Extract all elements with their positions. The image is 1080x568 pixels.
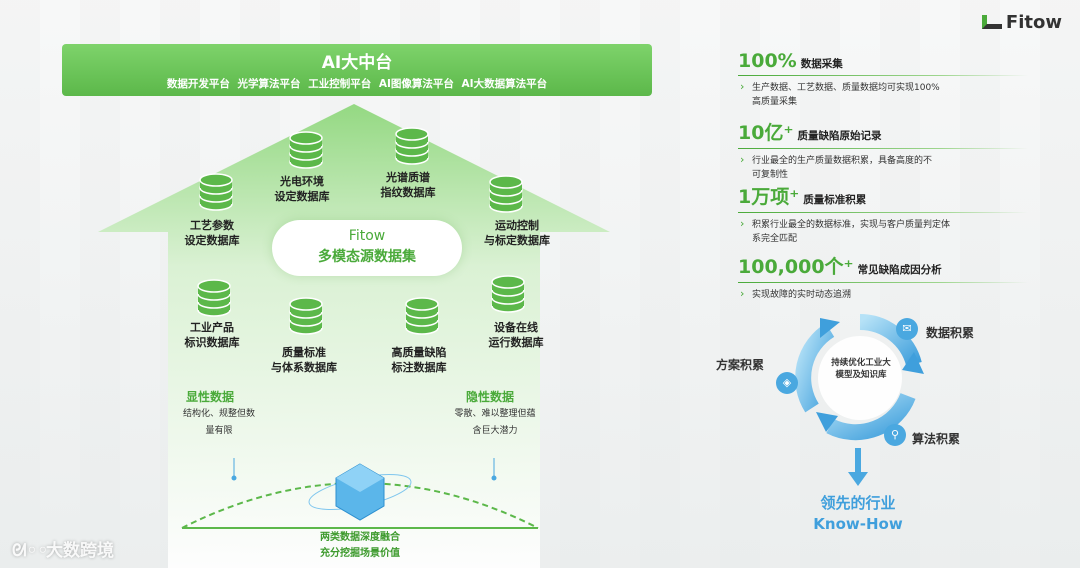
explicit-desc-line: 结构化、规整但数 — [182, 409, 255, 419]
fitow-logo: Fitow — [981, 12, 1062, 33]
watermark: ᘛ◦◦大数跨境 — [12, 536, 114, 561]
stat-bullet: 实现故障的实时动态追溯 — [738, 287, 1028, 302]
bullet-line: 积累行业最全的数据标准，实现与客户质量判定体 — [752, 220, 951, 230]
bullet-line: 生产数据、工艺数据、质量数据均可实现100% — [752, 83, 940, 93]
stat-label: 质量标准积累 — [803, 194, 867, 206]
db-label: 光电环境 设定数据库 — [274, 175, 330, 203]
implicit-data-title: 隐性数据 — [466, 390, 515, 404]
result-line2: Know-How — [813, 515, 903, 533]
cycle-item-algorithm: 算法积累 — [912, 432, 961, 446]
cycle-item-data: 数据积累 — [926, 326, 975, 340]
divider — [738, 212, 1028, 213]
stat-label: 质量缺陷原始记录 — [797, 130, 882, 142]
cycle-item-solution: 方案积累 — [716, 358, 765, 372]
logo-mark-icon — [981, 15, 1002, 29]
database-icon — [388, 122, 436, 170]
fusion-line: 充分挖掘场景价值 — [320, 548, 400, 559]
database-icon — [398, 292, 446, 340]
stat-number: 1万项⁺ — [738, 186, 800, 208]
stat-number: 100% — [738, 50, 797, 72]
bullet-line: 行业最全的生产质量数据积累，具备高度的不 — [752, 156, 933, 166]
db-label: 工业产品 标识数据库 — [184, 321, 240, 349]
bullet-line: 实现故障的实时动态追溯 — [752, 290, 852, 300]
implicit-desc-line: 零散、难以整理但蕴 — [454, 409, 536, 419]
divider — [738, 75, 1028, 76]
stat-bullet: 生产数据、工艺数据、质量数据均可实现100% 高质量采集 — [738, 80, 1028, 109]
arrow-shape — [98, 104, 610, 568]
location-pin-icon: ⚲ — [884, 424, 906, 446]
divider — [738, 282, 1028, 283]
fusion-dome — [181, 458, 539, 529]
db-label: 工艺参数 设定数据库 — [184, 219, 240, 247]
watermark-text: 大数跨境 — [46, 541, 114, 561]
explicit-desc-line: 量有限 — [205, 426, 233, 436]
db-label: 设备在线 运行数据库 — [488, 321, 544, 349]
watermark-logo-icon: ᘛ◦◦ — [12, 541, 49, 561]
stat-label: 数据采集 — [800, 58, 843, 70]
shield-icon: ◈ — [776, 372, 798, 394]
result-block: 领先的行业 Know-How — [780, 492, 936, 533]
implicit-data-desc: 零散、难以整理但蕴 含巨大潜力 — [440, 406, 550, 440]
fusion-caption: 两类数据深度融合 充分挖掘场景价值 — [290, 530, 430, 562]
bullet-line: 可复制性 — [752, 170, 789, 180]
explicit-data-title: 显性数据 — [186, 390, 235, 404]
chat-icon: ✉ — [896, 318, 918, 340]
stat-label: 常见缺陷成因分析 — [857, 264, 942, 276]
database-icon — [482, 170, 530, 218]
cycle-center-label: 持续优化工业大模型及知识库 — [831, 358, 891, 380]
fusion-line: 两类数据深度融合 — [320, 532, 400, 543]
stat-block: 100%数据采集 生产数据、工艺数据、质量数据均可实现100% 高质量采集 — [738, 50, 1028, 109]
cycle-ring — [795, 314, 924, 441]
database-icon — [192, 168, 240, 216]
database-icon — [282, 126, 330, 174]
multimodal-dataset-pill: Fitow 多模态源数据集 — [272, 220, 462, 276]
result-line1: 领先的行业 — [820, 494, 896, 512]
pill-title: 多模态源数据集 — [318, 249, 416, 265]
db-label: 质量标准 与体系数据库 — [271, 346, 337, 374]
bullet-line: 系完全匹配 — [752, 234, 798, 244]
explicit-data-desc: 结构化、规整但数 量有限 — [172, 406, 266, 440]
down-arrow-icon — [848, 448, 868, 486]
ai-platforms: 数据开发平台 光学算法平台 工业控制平台 AI图像算法平台 AI大数据算法平台 — [166, 78, 548, 90]
database-icon — [282, 292, 330, 340]
stat-number: 10亿⁺ — [738, 122, 794, 144]
db-label: 高质量缺陷 标注数据库 — [391, 346, 447, 374]
db-label: 光谱质谱 指纹数据库 — [380, 171, 436, 199]
bullet-line: 高质量采集 — [752, 97, 798, 107]
database-icon — [484, 270, 532, 318]
database-icon — [190, 274, 238, 322]
stat-block: 100,000个⁺常见缺陷成因分析 实现故障的实时动态追溯 — [738, 252, 1028, 302]
ai-platform-banner: AI大中台 数据开发平台 光学算法平台 工业控制平台 AI图像算法平台 AI大数… — [62, 44, 652, 96]
implicit-desc-line: 含巨大潜力 — [472, 426, 518, 436]
pill-brand: Fitow — [348, 228, 386, 244]
stat-number: 100,000个⁺ — [738, 256, 854, 278]
db-label: 运动控制 与标定数据库 — [484, 219, 550, 247]
divider — [738, 148, 1028, 149]
ai-title: AI大中台 — [321, 53, 393, 73]
logo-text: Fitow — [1005, 12, 1062, 33]
